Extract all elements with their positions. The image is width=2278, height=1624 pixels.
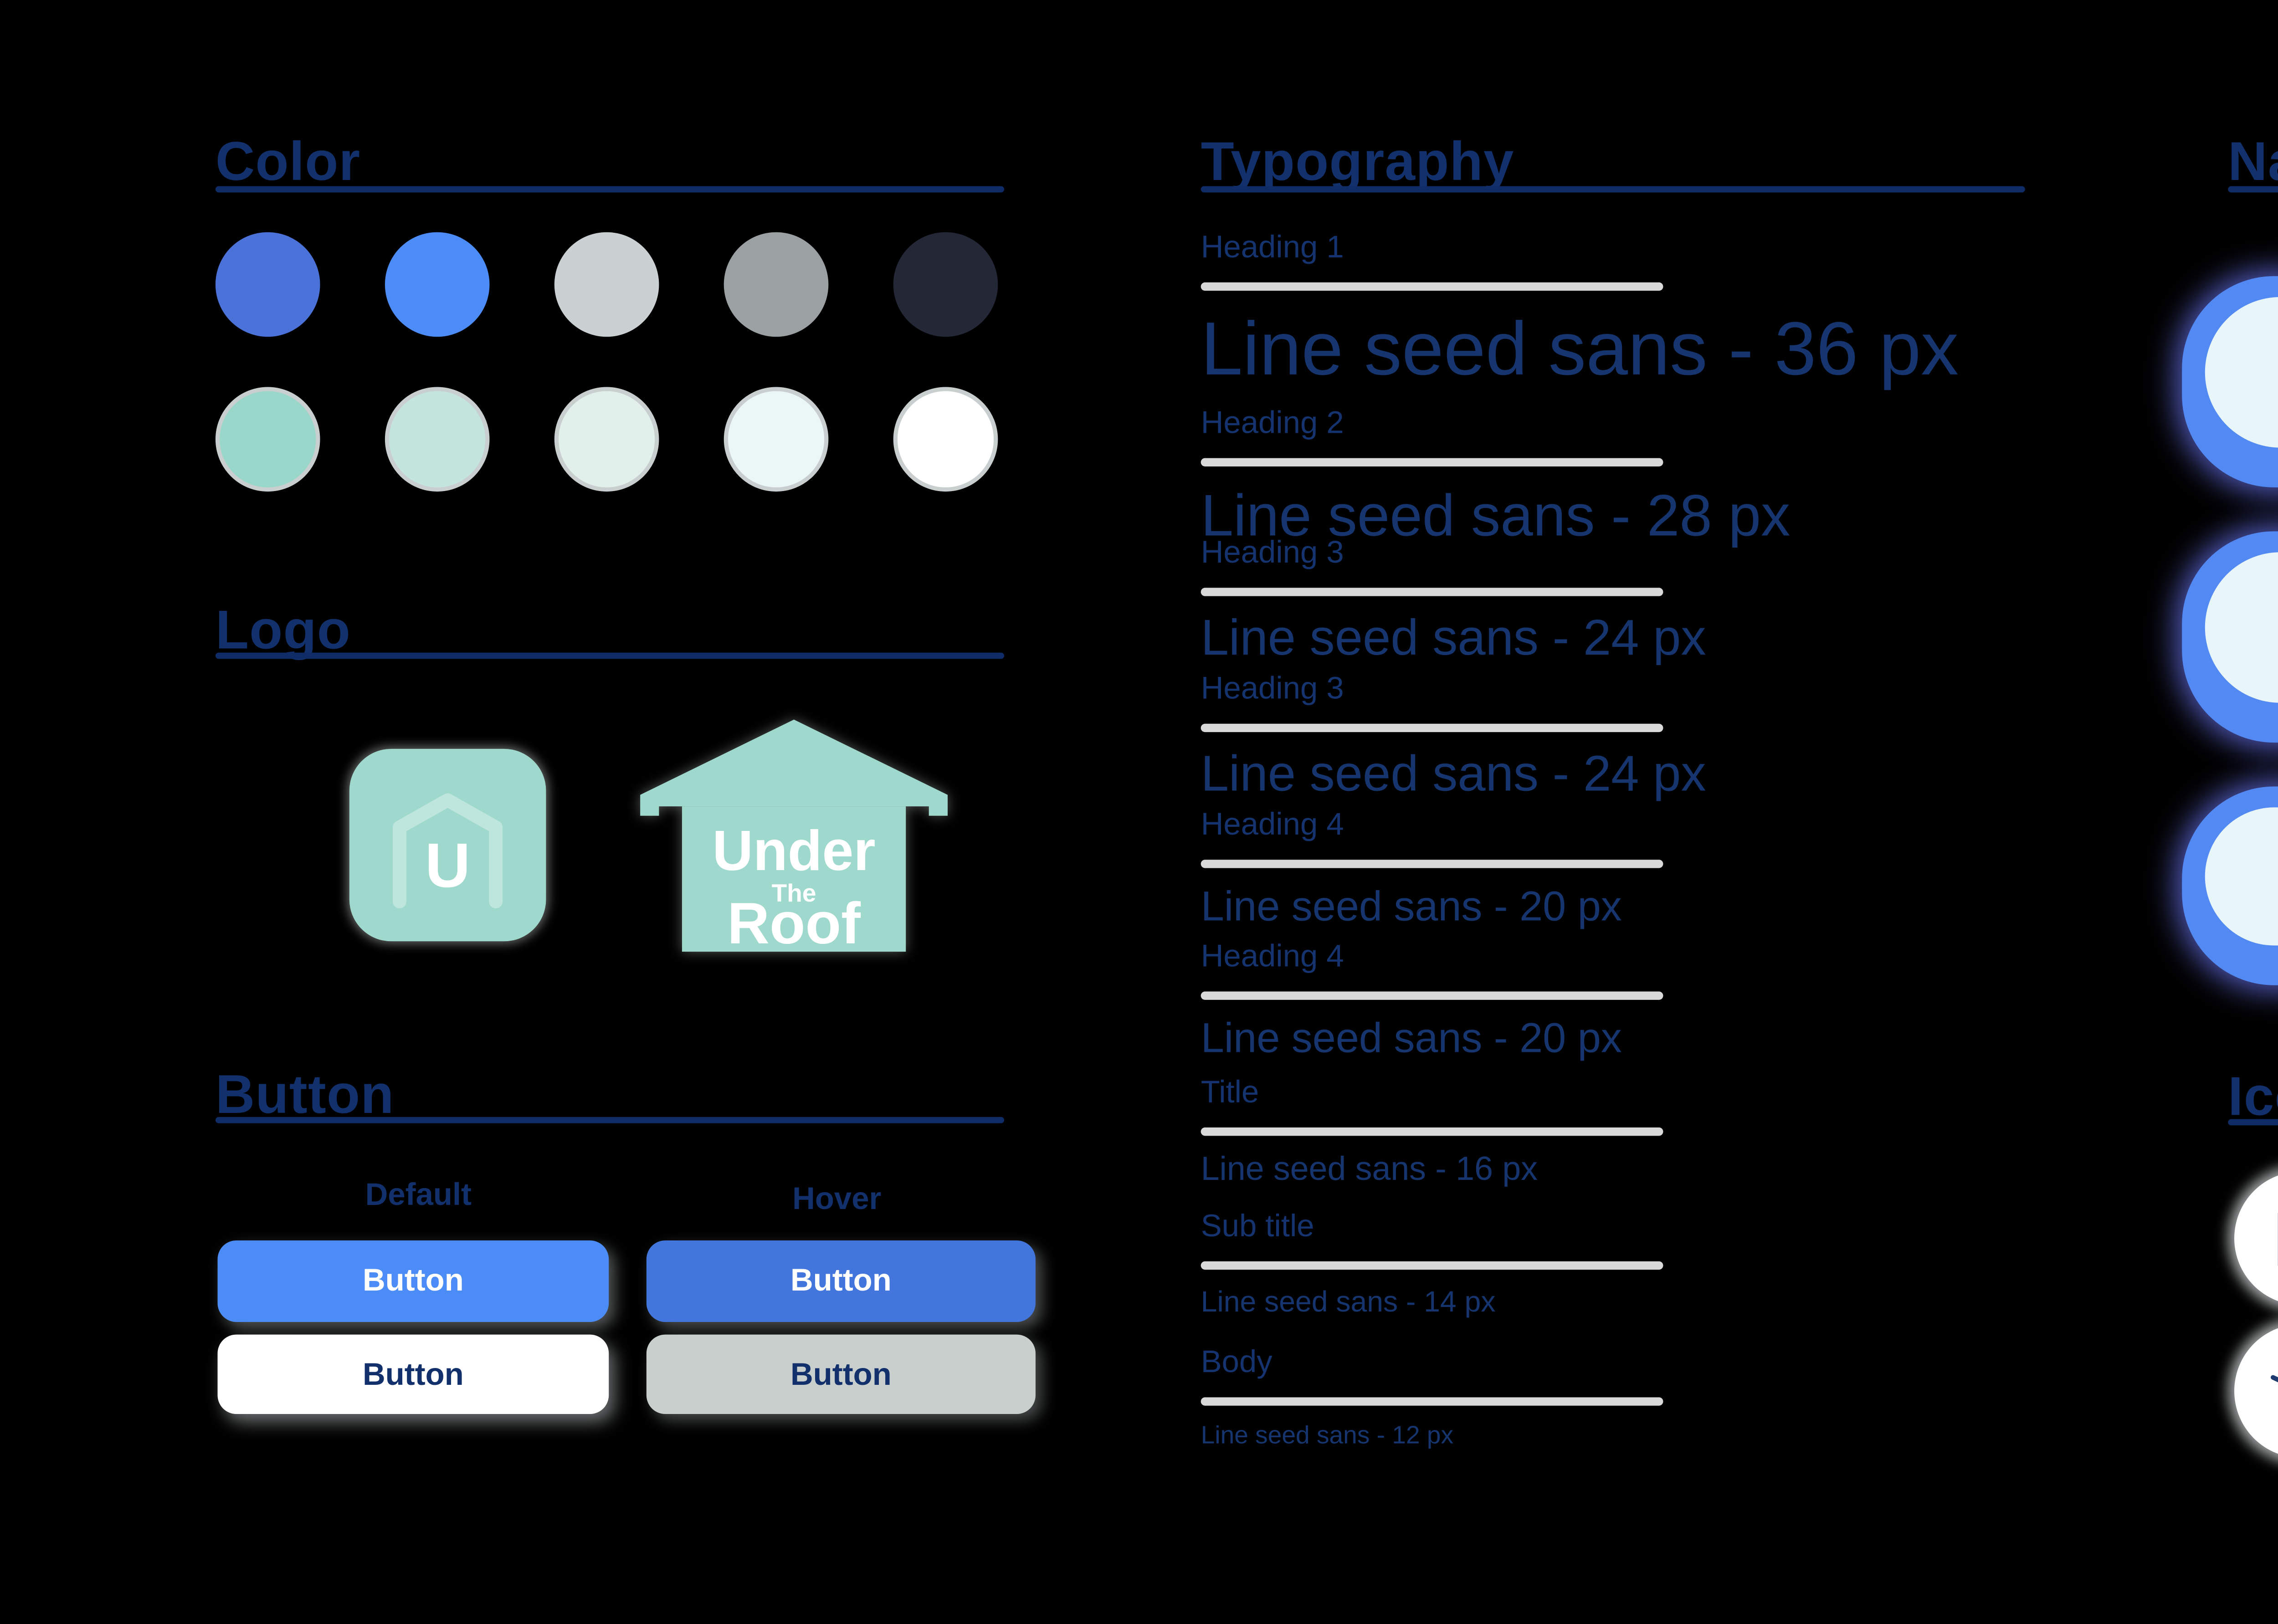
type-specimen-label: Heading 4	[1201, 939, 1344, 975]
type-specimen-rule	[1201, 1127, 1663, 1136]
navigation-bar-profile-badge	[2182, 531, 2278, 743]
color-swatch	[385, 232, 490, 337]
color-swatch-row-1	[215, 232, 998, 337]
type-specimen-sample: Line seed sans - 28 px	[1201, 483, 1791, 548]
type-specimen: Heading 3 Line seed sans - 24 px	[1201, 536, 1706, 669]
navigation-section-rule	[2228, 186, 2278, 193]
color-swatch	[723, 232, 829, 337]
typography-section-rule	[1201, 186, 2025, 193]
type-specimen-label: Title	[1201, 1075, 1259, 1111]
type-specimen-rule	[1201, 588, 1663, 596]
type-specimen-sample: Line seed sans - 20 px	[1201, 885, 1622, 931]
wordmark-line-3: Roof	[727, 891, 861, 952]
type-specimen-sample: Line seed sans - 24 px	[1201, 747, 1706, 804]
color-swatch	[723, 387, 829, 492]
navigation-section-title: Navigation bars	[2228, 129, 2278, 193]
bed-icon	[2263, 1201, 2278, 1276]
wordmark-line-1: Under	[713, 820, 876, 882]
secondary-button-default[interactable]: Button	[217, 1334, 609, 1414]
type-specimen: Heading 4 Line seed sans - 20 px	[1201, 807, 1663, 932]
color-swatch-row-2	[215, 387, 998, 492]
type-specimen: Heading 2 Line seed sans - 28 px	[1201, 405, 1791, 549]
type-specimen: Body Line seed sans - 12 px	[1201, 1345, 1663, 1451]
primary-button-hover[interactable]: Button	[646, 1240, 1036, 1322]
color-swatch	[893, 387, 998, 492]
type-specimen: Title Line seed sans - 16 px	[1201, 1075, 1663, 1190]
icon-tile-bed	[2234, 1171, 2278, 1306]
color-swatch	[385, 387, 490, 492]
type-specimen-label: Heading 1	[1201, 230, 1344, 266]
type-specimen-sample: Line seed sans - 14 px	[1201, 1284, 1496, 1318]
primary-button-default[interactable]: Button	[217, 1240, 609, 1322]
navigation-bar-panel	[2205, 297, 2278, 448]
type-specimen: Heading 3 Line seed sans - 24 px	[1201, 671, 1706, 805]
button-section-title: Button	[215, 1062, 395, 1126]
type-specimen-sample: Line seed sans - 12 px	[1201, 1420, 1454, 1450]
type-specimen-rule	[1201, 723, 1663, 733]
navigation-bar-default	[2182, 276, 2278, 487]
button-state-label-hover: Hover	[792, 1182, 882, 1218]
type-specimen-label: Body	[1201, 1345, 1272, 1381]
app-icon-logo: U	[349, 748, 546, 942]
color-swatch	[554, 232, 659, 337]
cooking-pot-icon	[2270, 1375, 2278, 1383]
type-specimen-rule	[1201, 282, 1663, 291]
type-specimen-label: Heading 2	[1201, 405, 1344, 441]
logo-section-title: Logo	[215, 598, 351, 661]
icon-section-rule	[2228, 1119, 2278, 1126]
type-specimen-rule	[1201, 1397, 1663, 1406]
navigation-bar-calendar-badge	[2182, 786, 2278, 985]
type-specimen-sample: Line seed sans - 16 px	[1201, 1153, 1538, 1189]
navigation-bar-panel	[2205, 807, 2278, 946]
type-specimen-label: Sub title	[1201, 1209, 1314, 1245]
type-specimen-sample: Line seed sans - 20 px	[1201, 1016, 1622, 1063]
type-specimen-label: Heading 3	[1201, 535, 1344, 571]
wordmark-logo: Under The Roof	[640, 717, 948, 962]
color-swatch	[215, 232, 320, 337]
type-specimen-label: Heading 3	[1201, 671, 1344, 707]
button-state-label-default: Default	[365, 1178, 472, 1214]
house-arrow-icon: U	[393, 793, 503, 908]
type-specimen-rule	[1201, 1261, 1663, 1270]
type-specimen-label: Heading 4	[1201, 807, 1344, 843]
type-specimen-rule	[1201, 860, 1663, 868]
type-specimen-sample: Line seed sans - 24 px	[1201, 610, 1706, 667]
color-section-rule	[215, 186, 1005, 193]
house-wordmark-icon: Under The Roof	[640, 719, 948, 956]
logo-section-rule	[215, 652, 1005, 659]
color-swatch	[554, 387, 659, 492]
color-section-title: Color	[215, 129, 361, 193]
type-specimen: Heading 4 Line seed sans - 20 px	[1201, 939, 1663, 1064]
type-specimen-sample: Line seed sans - 36 px	[1201, 305, 1959, 391]
navigation-bar-panel	[2205, 552, 2278, 703]
wordmark-line-2: The	[772, 879, 816, 907]
icon-section-title: Icon	[2228, 1065, 2278, 1127]
type-specimen: Sub title Line seed sans - 14 px	[1201, 1209, 1663, 1319]
icon-tile-cooking-pot	[2234, 1324, 2278, 1458]
secondary-button-hover[interactable]: Button	[646, 1334, 1036, 1414]
typography-section-title: Typography	[1201, 129, 1514, 193]
button-section-rule	[215, 1117, 1005, 1123]
type-specimen-rule	[1201, 458, 1663, 466]
color-swatch	[893, 232, 998, 337]
logo-monogram: U	[425, 830, 470, 901]
color-swatch	[215, 387, 320, 492]
type-specimen: Heading 1 Line seed sans - 36 px	[1201, 230, 1959, 392]
type-specimen-rule	[1201, 991, 1663, 1000]
